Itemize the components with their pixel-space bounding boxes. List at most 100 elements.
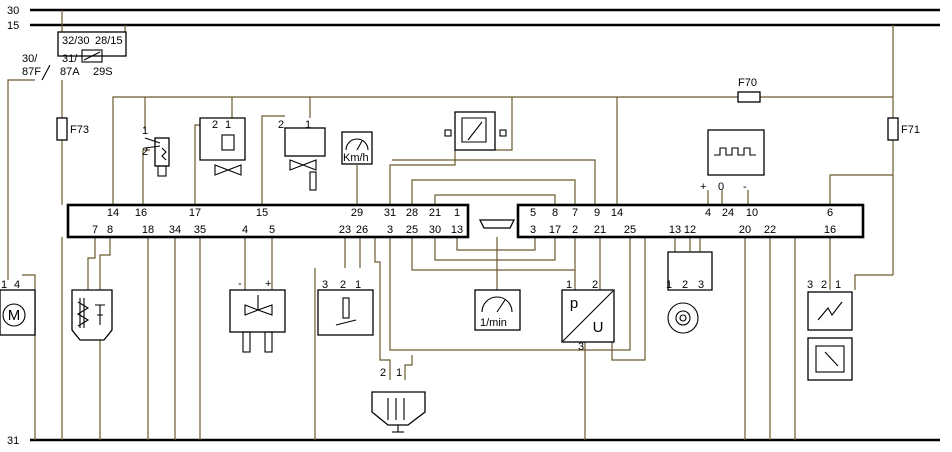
pressure-sensor: p U 1 2 3	[561, 279, 615, 353]
ecu-left-bottom-pin: 18	[142, 224, 154, 236]
ecu-right-top-pin: 6	[827, 207, 833, 219]
ecu-left-bottom-pin: 4	[242, 224, 248, 236]
ecu-right-top-pin: 8	[552, 207, 558, 219]
ecu-left-top-pin: 15	[256, 207, 268, 219]
fuse-f70-label: F70	[738, 77, 757, 89]
fuse-f73	[56, 117, 68, 141]
rail-15-label: 15	[7, 20, 19, 32]
pressure-sensor-pin-2: 2	[592, 279, 598, 291]
ecu-left-top-pin: 29	[351, 207, 363, 219]
pot-pin-3: 3	[322, 279, 328, 291]
valve1-pin-1: 1	[225, 119, 231, 131]
ecu-left-top-pin: 1	[454, 207, 460, 219]
ecu-left-top-pin: 17	[189, 207, 201, 219]
temp-sensor	[71, 289, 113, 341]
rpm-pin-3: 3	[698, 279, 704, 291]
fuse-f71-label: F71	[901, 124, 920, 136]
knock-pin-1: 1	[396, 367, 402, 379]
fuse-f73-label: F73	[70, 124, 89, 136]
ecu-left-bottom-pin: 25	[406, 224, 418, 236]
ecu-right-top-pin: 7	[572, 207, 578, 219]
ignition-pin-3: 3	[807, 279, 813, 291]
instrument-cluster	[444, 111, 507, 151]
ecu-right-top-pin: 10	[746, 207, 758, 219]
speedometer-label: Km/h	[343, 152, 369, 164]
valve2-pin-2: 2	[278, 119, 284, 131]
tachometer: 1/min	[474, 289, 521, 331]
fuse-f70	[737, 91, 761, 103]
tachometer-label: 1/min	[480, 317, 507, 329]
relay-term-32-30: 32/30	[62, 35, 90, 47]
ecu-left-top-pin: 14	[107, 207, 119, 219]
valve2-pin-1: 1	[305, 119, 311, 131]
pulse-minus: -	[743, 181, 747, 193]
ecu-left-top-pin: 31	[384, 207, 396, 219]
diagnostic-connector	[478, 219, 516, 229]
ecu-right-top-pin: 9	[594, 207, 600, 219]
ecu-left-top-pin: 28	[406, 207, 418, 219]
ecu-right: 5 8 7 9 14 4 24 10 6 3 17 2 21 25 13 12 …	[516, 203, 865, 239]
knock-pin-2: 2	[380, 367, 386, 379]
knock-sensor: 2 1	[371, 367, 426, 433]
rpm-pin-2: 2	[682, 279, 688, 291]
rail-30-label: 30	[7, 5, 19, 17]
motor-pin-1: 1	[1, 279, 7, 291]
ecu-right-bottom-pin: 12	[684, 224, 696, 236]
wires	[7, 10, 894, 440]
injector-pin-1: 1	[142, 125, 148, 137]
ecu-right-top-pin: 14	[611, 207, 623, 219]
pulse-zero: 0	[718, 181, 724, 193]
idle-valve-minus: -	[238, 278, 242, 290]
pulse-plus: +	[700, 181, 706, 193]
ignition-pin-1: 1	[835, 279, 841, 291]
ecu-left-bottom-pin: 34	[169, 224, 181, 236]
relay-term-87a: 87A	[60, 66, 80, 78]
ecu-right-bottom-pin: 13	[669, 224, 681, 236]
relay-term-29s: 29S	[93, 66, 113, 78]
ecu-left-bottom-pin: 35	[194, 224, 206, 236]
ecu-right-bottom-pin: 2	[572, 224, 578, 236]
ecu-right-top-pin: 4	[705, 207, 711, 219]
pot-pin-1: 1	[355, 279, 361, 291]
ecu-right-top-pin: 24	[722, 207, 734, 219]
pressure-sensor-pin-1: 1	[566, 279, 572, 291]
ecu-left-bottom-pin: 23	[339, 224, 351, 236]
rpm-pin-1: 1	[666, 279, 672, 291]
ecu-right-bottom-pin: 22	[764, 224, 776, 236]
ecu-left-bottom-pin: 26	[356, 224, 368, 236]
ecu-left-top-pin: 21	[429, 207, 441, 219]
pressure-sensor-u: U	[593, 319, 604, 336]
ignition-pin-2: 2	[821, 279, 827, 291]
ecu-right-bottom-pin: 17	[549, 224, 561, 236]
motor-symbol: M	[8, 307, 21, 324]
relay-term-87f: 87F	[22, 66, 41, 78]
ecu-left-bottom-pin: 13	[451, 224, 463, 236]
ecu-left-bottom-pin: 8	[107, 224, 113, 236]
fuse-f71	[887, 117, 899, 141]
ignition-coil: 3 2 1	[807, 279, 853, 381]
relay-term-30: 30/	[22, 53, 38, 65]
idle-valve-plus: +	[265, 278, 271, 290]
injector-pin-2: 2	[142, 146, 148, 158]
ecu-left-bottom-pin: 7	[92, 224, 98, 236]
relay-term-31: 31/	[62, 53, 78, 65]
rail-31-label: 31	[7, 435, 19, 447]
throttle-potentiometer: 3 2 1	[317, 279, 374, 336]
ecu-left-bottom-pin: 30	[429, 224, 441, 236]
motor-pin-4: 4	[14, 279, 20, 291]
main-relay: 32/30 28/15 30/ 87F 31/ 87A 29S	[22, 31, 127, 81]
pressure-sensor-p: p	[570, 295, 578, 312]
pulse-generator: + 0 -	[700, 129, 765, 193]
valve-1: 2 1	[199, 117, 246, 176]
ecu-left: 14 16 17 15 29 31 28 21 1 7 8 18 34 35 4…	[66, 203, 470, 239]
ecu-right-bottom-pin: 3	[530, 224, 536, 236]
ecu-left-bottom-pin: 5	[269, 224, 275, 236]
injector: 1 2	[142, 125, 170, 177]
idle-valve: - +	[229, 278, 286, 353]
ecu-right-bottom-pin: 21	[594, 224, 606, 236]
ecu-left-bottom-pin: 3	[387, 224, 393, 236]
speedometer: Km/h	[341, 131, 373, 165]
ecu-left-top-pin: 16	[135, 207, 147, 219]
